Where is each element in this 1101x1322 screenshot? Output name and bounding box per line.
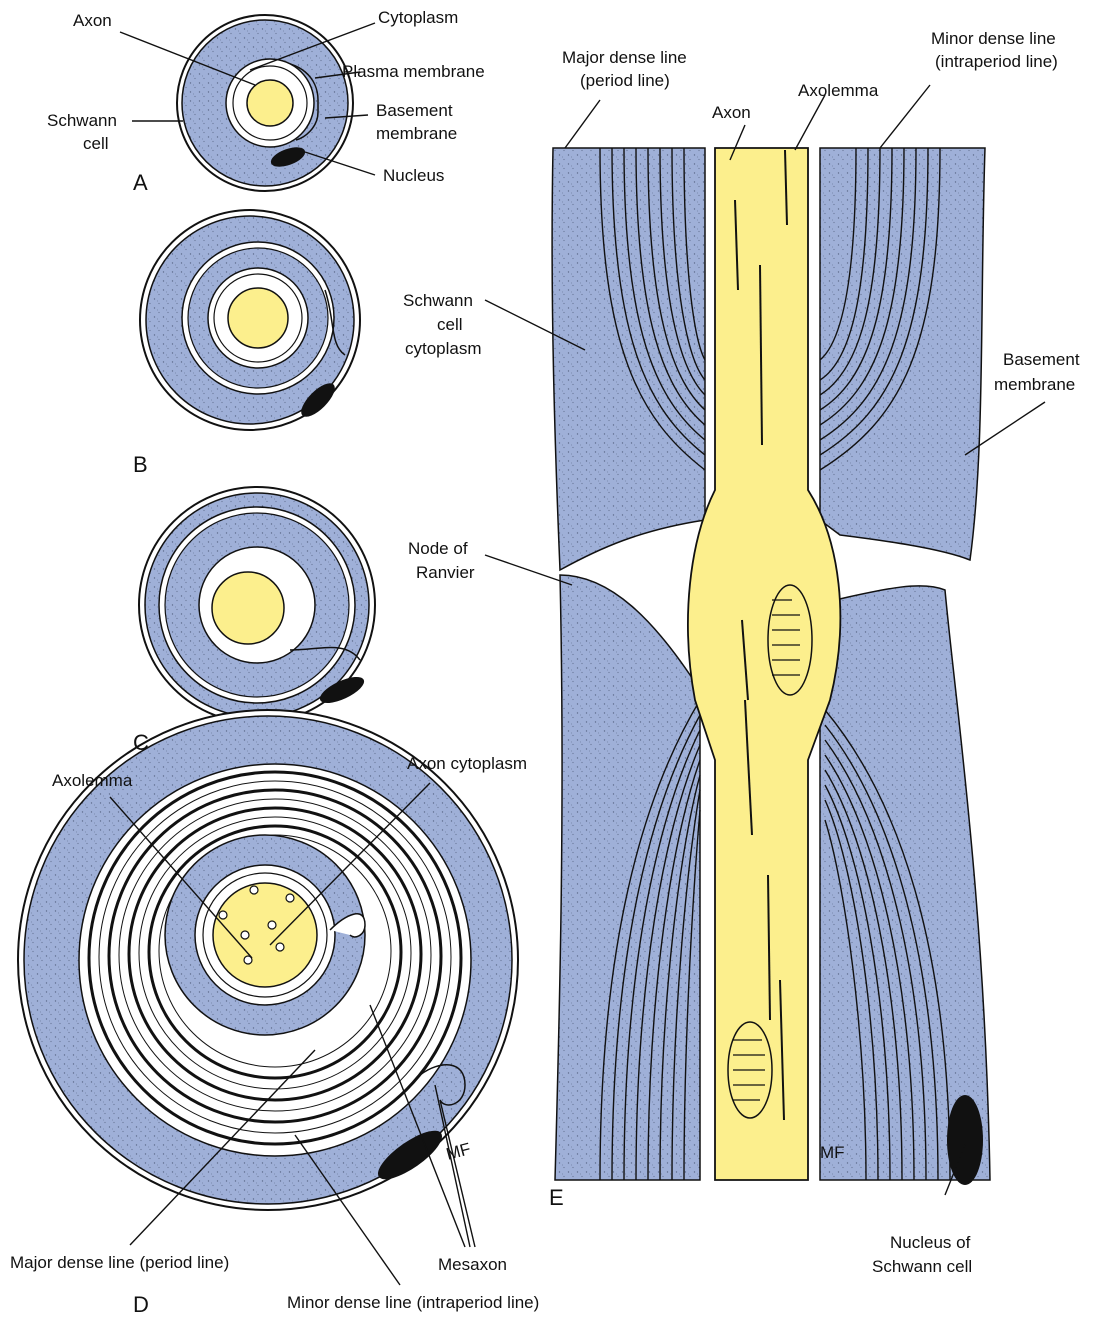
panel-e-signature: MF	[820, 1143, 845, 1162]
label-e-schwann-3: cytoplasm	[405, 339, 482, 358]
label-e-axolemma: Axolemma	[798, 81, 879, 100]
label-e-node-2: Ranvier	[416, 563, 475, 582]
panel-e-longitudinal-section: MF	[552, 148, 990, 1185]
panel-c-schwann-cell	[139, 487, 375, 723]
label-d-major-dense-line: Major dense line (period line)	[10, 1253, 229, 1272]
panel-letter-d: D	[133, 1292, 149, 1317]
label-e-schwann-1: Schwann	[403, 291, 473, 310]
label-e-basement-1: Basement	[1003, 350, 1080, 369]
panel-c-axon	[212, 572, 284, 644]
panel-e-left-schwann-lower	[555, 575, 700, 1180]
label-e-basement-2: membrane	[994, 375, 1075, 394]
label-e-schwann-2: cell	[437, 315, 463, 334]
panel-d-signature: MF	[444, 1139, 473, 1164]
label-a-schwann-1: Schwann	[47, 111, 117, 130]
panel-b-axon	[228, 288, 288, 348]
panel-letter-e: E	[549, 1185, 564, 1210]
panel-e-axon	[688, 148, 840, 1180]
label-e-axon: Axon	[712, 103, 751, 122]
label-a-schwann-2: cell	[83, 134, 109, 153]
panel-letter-b: B	[133, 452, 148, 477]
label-d-mesaxon: Mesaxon	[438, 1255, 507, 1274]
label-a-cytoplasm: Cytoplasm	[378, 8, 458, 27]
panel-letter-a: A	[133, 170, 148, 195]
label-a-axon: Axon	[73, 11, 112, 30]
label-a-nucleus: Nucleus	[383, 166, 444, 185]
panel-d-axon	[213, 883, 317, 987]
label-e-node-1: Node of	[408, 539, 468, 558]
label-e-minor-1: Minor dense line	[931, 29, 1056, 48]
label-d-axolemma: Axolemma	[52, 771, 133, 790]
label-d-minor-dense-line: Minor dense line (intraperiod line)	[287, 1293, 539, 1312]
label-e-nucleus-2: Schwann cell	[872, 1257, 972, 1276]
panel-e-mitochondrion-lower	[728, 1022, 772, 1118]
panel-e-left-schwann-upper	[552, 148, 705, 570]
label-e-nucleus-1: Nucleus of	[890, 1233, 971, 1252]
label-a-plasma-membrane: Plasma membrane	[342, 62, 485, 81]
panel-e-mitochondrion-upper	[768, 585, 812, 695]
label-d-axon-cytoplasm: Axon cytoplasm	[407, 754, 527, 773]
label-e-major-2: (period line)	[580, 71, 670, 90]
panel-e-schwann-nucleus	[947, 1095, 983, 1185]
panel-b-schwann-cell	[140, 210, 360, 430]
label-e-major-1: Major dense line	[562, 48, 687, 67]
label-e-minor-2: (intraperiod line)	[935, 52, 1058, 71]
panel-e-right-schwann-lower	[820, 586, 990, 1180]
label-a-basement-2: membrane	[376, 124, 457, 143]
panel-letter-c: C	[133, 730, 149, 755]
panel-a-axon	[247, 80, 293, 126]
label-a-basement-1: Basement	[376, 101, 453, 120]
